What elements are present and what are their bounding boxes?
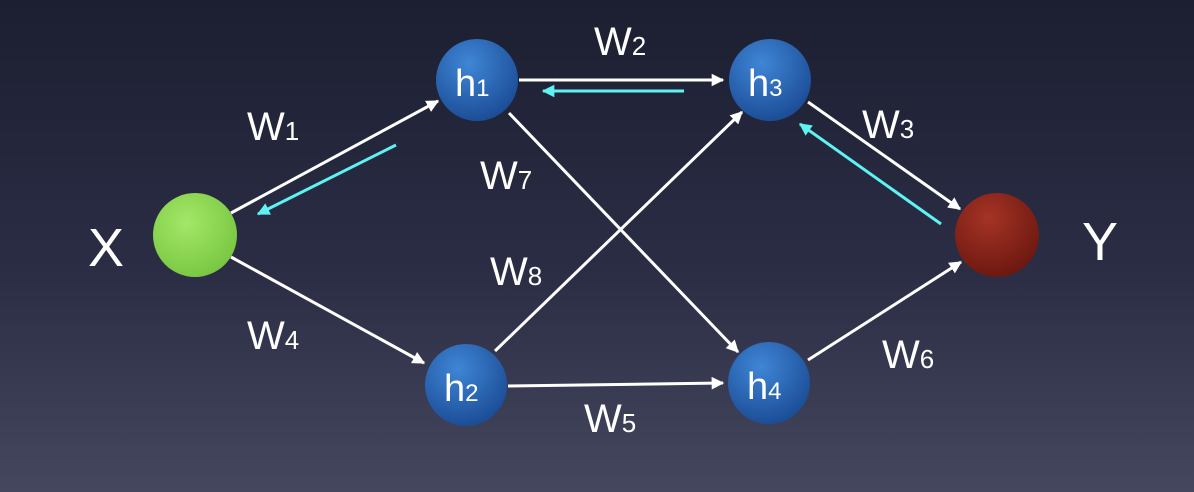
weight-label-w7: W7 xyxy=(480,154,532,198)
weight-label-w3: W3 xyxy=(862,103,914,147)
backprop-arrow-w1 xyxy=(256,143,397,216)
output-label: Y xyxy=(1082,212,1118,272)
weight-label-w2: W2 xyxy=(594,20,646,64)
weight-label-w8: W8 xyxy=(490,250,542,294)
output-node xyxy=(955,193,1039,277)
hidden-label-h1: h1 xyxy=(455,63,490,105)
hidden-label-h2: h2 xyxy=(444,368,479,410)
hidden-label-h4: h4 xyxy=(747,366,782,408)
input-label: X xyxy=(88,218,124,278)
weight-label-w5: W5 xyxy=(584,397,636,441)
weight-label-w6: W6 xyxy=(882,333,934,377)
edge-h2-h3 xyxy=(493,110,744,353)
hidden-node-h3 xyxy=(729,39,811,121)
edge-h2-h4 xyxy=(507,376,725,390)
edge-h1-h4 xyxy=(507,111,740,354)
weight-label-w1: W1 xyxy=(247,105,299,149)
edge-x-h2 xyxy=(230,255,426,365)
hidden-node-h4 xyxy=(728,342,810,424)
hidden-label-h3: h3 xyxy=(748,63,783,105)
weight-label-w4: W4 xyxy=(247,314,299,358)
edge-x-h1 xyxy=(230,99,440,215)
hidden-node-h1 xyxy=(436,39,518,121)
hidden-node-h2 xyxy=(425,344,507,426)
edge-h3-y xyxy=(807,100,962,211)
input-node xyxy=(153,193,237,277)
backprop-arrow-w3 xyxy=(798,122,942,226)
edge-h4-y xyxy=(807,260,963,362)
